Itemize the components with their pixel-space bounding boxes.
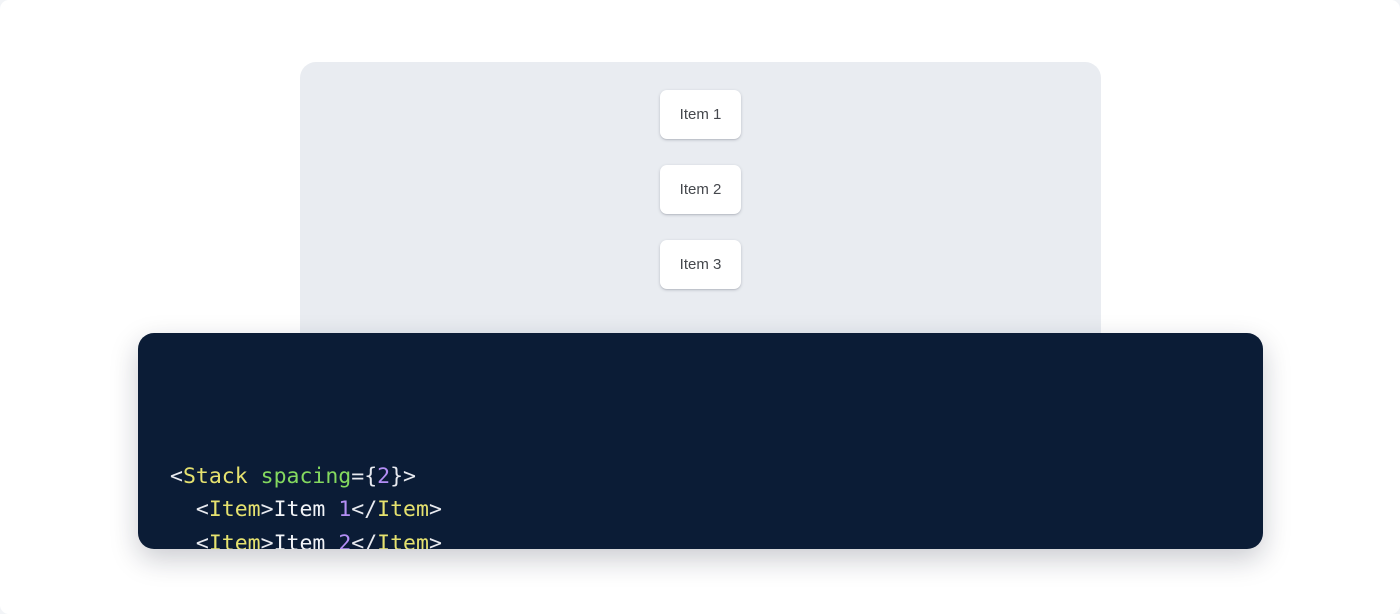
code-token-punct: }> [390,463,416,489]
stack-item-card[interactable]: Item 3 [660,240,741,289]
code-token-punct: < [195,530,209,549]
code-token-tag: Item [377,497,429,523]
stack-item-label: Item 1 [679,106,722,123]
code-token-punct: < [195,497,209,523]
stack-item-card[interactable]: Item 1 [660,90,741,139]
code-token-punct [248,464,261,489]
code-token-punct: > [260,497,274,523]
code-token-punct: > [428,497,442,523]
code-token-punct: </ [351,530,378,549]
code-line: <Stack spacing={2}> [170,460,1233,494]
code-line: <Item>Item 2</Item> [170,527,1233,549]
code-token-tag: Item [208,497,261,523]
code-indent [170,531,196,549]
code-token-tag: Item [377,530,429,549]
code-indent [170,497,196,522]
code-token-punct: </ [351,497,378,523]
code-token-punct: > [428,530,442,549]
code-line: <Item>Item 1</Item> [170,493,1233,527]
code-snippet-text: <Stack spacing={2}> <Item>Item 1</Item> … [170,359,1233,549]
code-token-text: Item [273,530,339,549]
code-token-punct: > [260,530,274,549]
code-token-text: Item [273,497,339,523]
code-token-num: 2 [377,463,391,489]
stack-item-card[interactable]: Item 2 [660,165,741,214]
code-token-tag: Stack [182,463,248,489]
stack-item-label: Item 3 [679,256,722,273]
code-token-punct: ={ [351,463,378,489]
code-token-punct: < [170,463,183,489]
code-token-tag: Item [208,530,261,549]
code-token-num: 2 [338,530,352,549]
code-snippet-block[interactable]: <Stack spacing={2}> <Item>Item 1</Item> … [138,333,1263,549]
stack-container: Item 1 Item 2 Item 3 [660,90,741,289]
code-token-num: 1 [338,497,352,523]
code-token-attr: spacing [260,463,352,489]
stack-item-label: Item 2 [679,181,722,198]
